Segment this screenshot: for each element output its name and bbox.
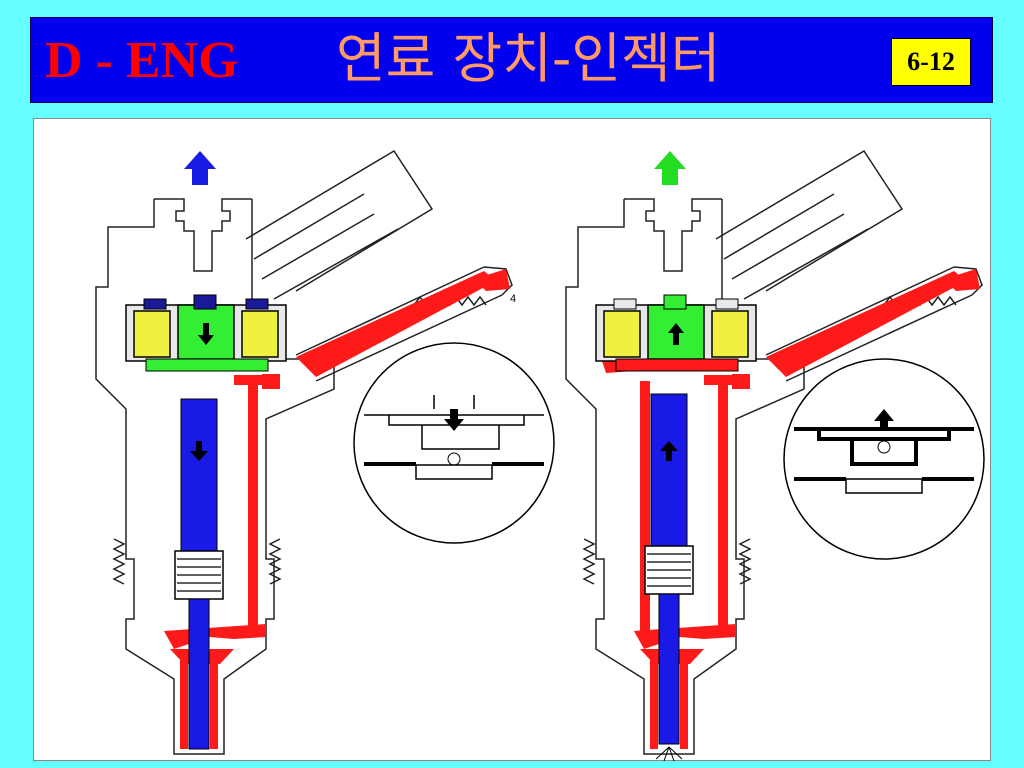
title-bar: D - ENG 연료 장치-인젝터 6-12 <box>30 17 993 103</box>
arrow-down-icon <box>198 323 214 345</box>
injector-right-thread <box>582 538 752 585</box>
injector-left <box>95 149 513 755</box>
injector-right <box>565 149 983 755</box>
injector-diagram-panel: 4 <box>33 118 991 762</box>
injector-left-inlet <box>295 266 513 382</box>
injector-right-inlet <box>765 266 983 382</box>
arrow-up-icon <box>654 151 686 185</box>
needle-tip-left <box>188 598 210 750</box>
arrow-down-icon <box>190 441 208 461</box>
injector-left-connector <box>245 149 434 300</box>
injector-left-thread <box>112 538 282 585</box>
needle-spring-right-coils <box>647 553 691 587</box>
slide-number-badge: 6-12 <box>891 38 971 86</box>
injector-right-connector <box>715 149 904 300</box>
needle-spring-left-coils <box>177 558 221 592</box>
solenoid-right <box>595 294 757 372</box>
detail-magnifier-right <box>783 358 985 560</box>
detail-magnifier-left <box>353 342 555 544</box>
arrow-up-icon <box>184 151 216 185</box>
needle-tip-right <box>658 593 680 745</box>
injector-right-body <box>565 199 805 755</box>
injector-left-top-stem <box>154 198 252 272</box>
page-title: 연료 장치-인젝터 <box>336 27 721 90</box>
arrow-up-icon <box>668 323 684 345</box>
spray-icon <box>655 746 683 762</box>
callout-label: 4 <box>510 293 517 305</box>
solenoid-left <box>125 294 287 372</box>
arrow-down-icon <box>444 409 464 431</box>
injector-right-top-stem <box>624 198 722 272</box>
injector-left-body <box>95 199 335 755</box>
title-prefix: D - ENG <box>45 32 239 89</box>
arrow-up-icon <box>874 409 894 431</box>
arrow-up-icon <box>660 441 678 461</box>
injector-diagram <box>95 149 985 762</box>
